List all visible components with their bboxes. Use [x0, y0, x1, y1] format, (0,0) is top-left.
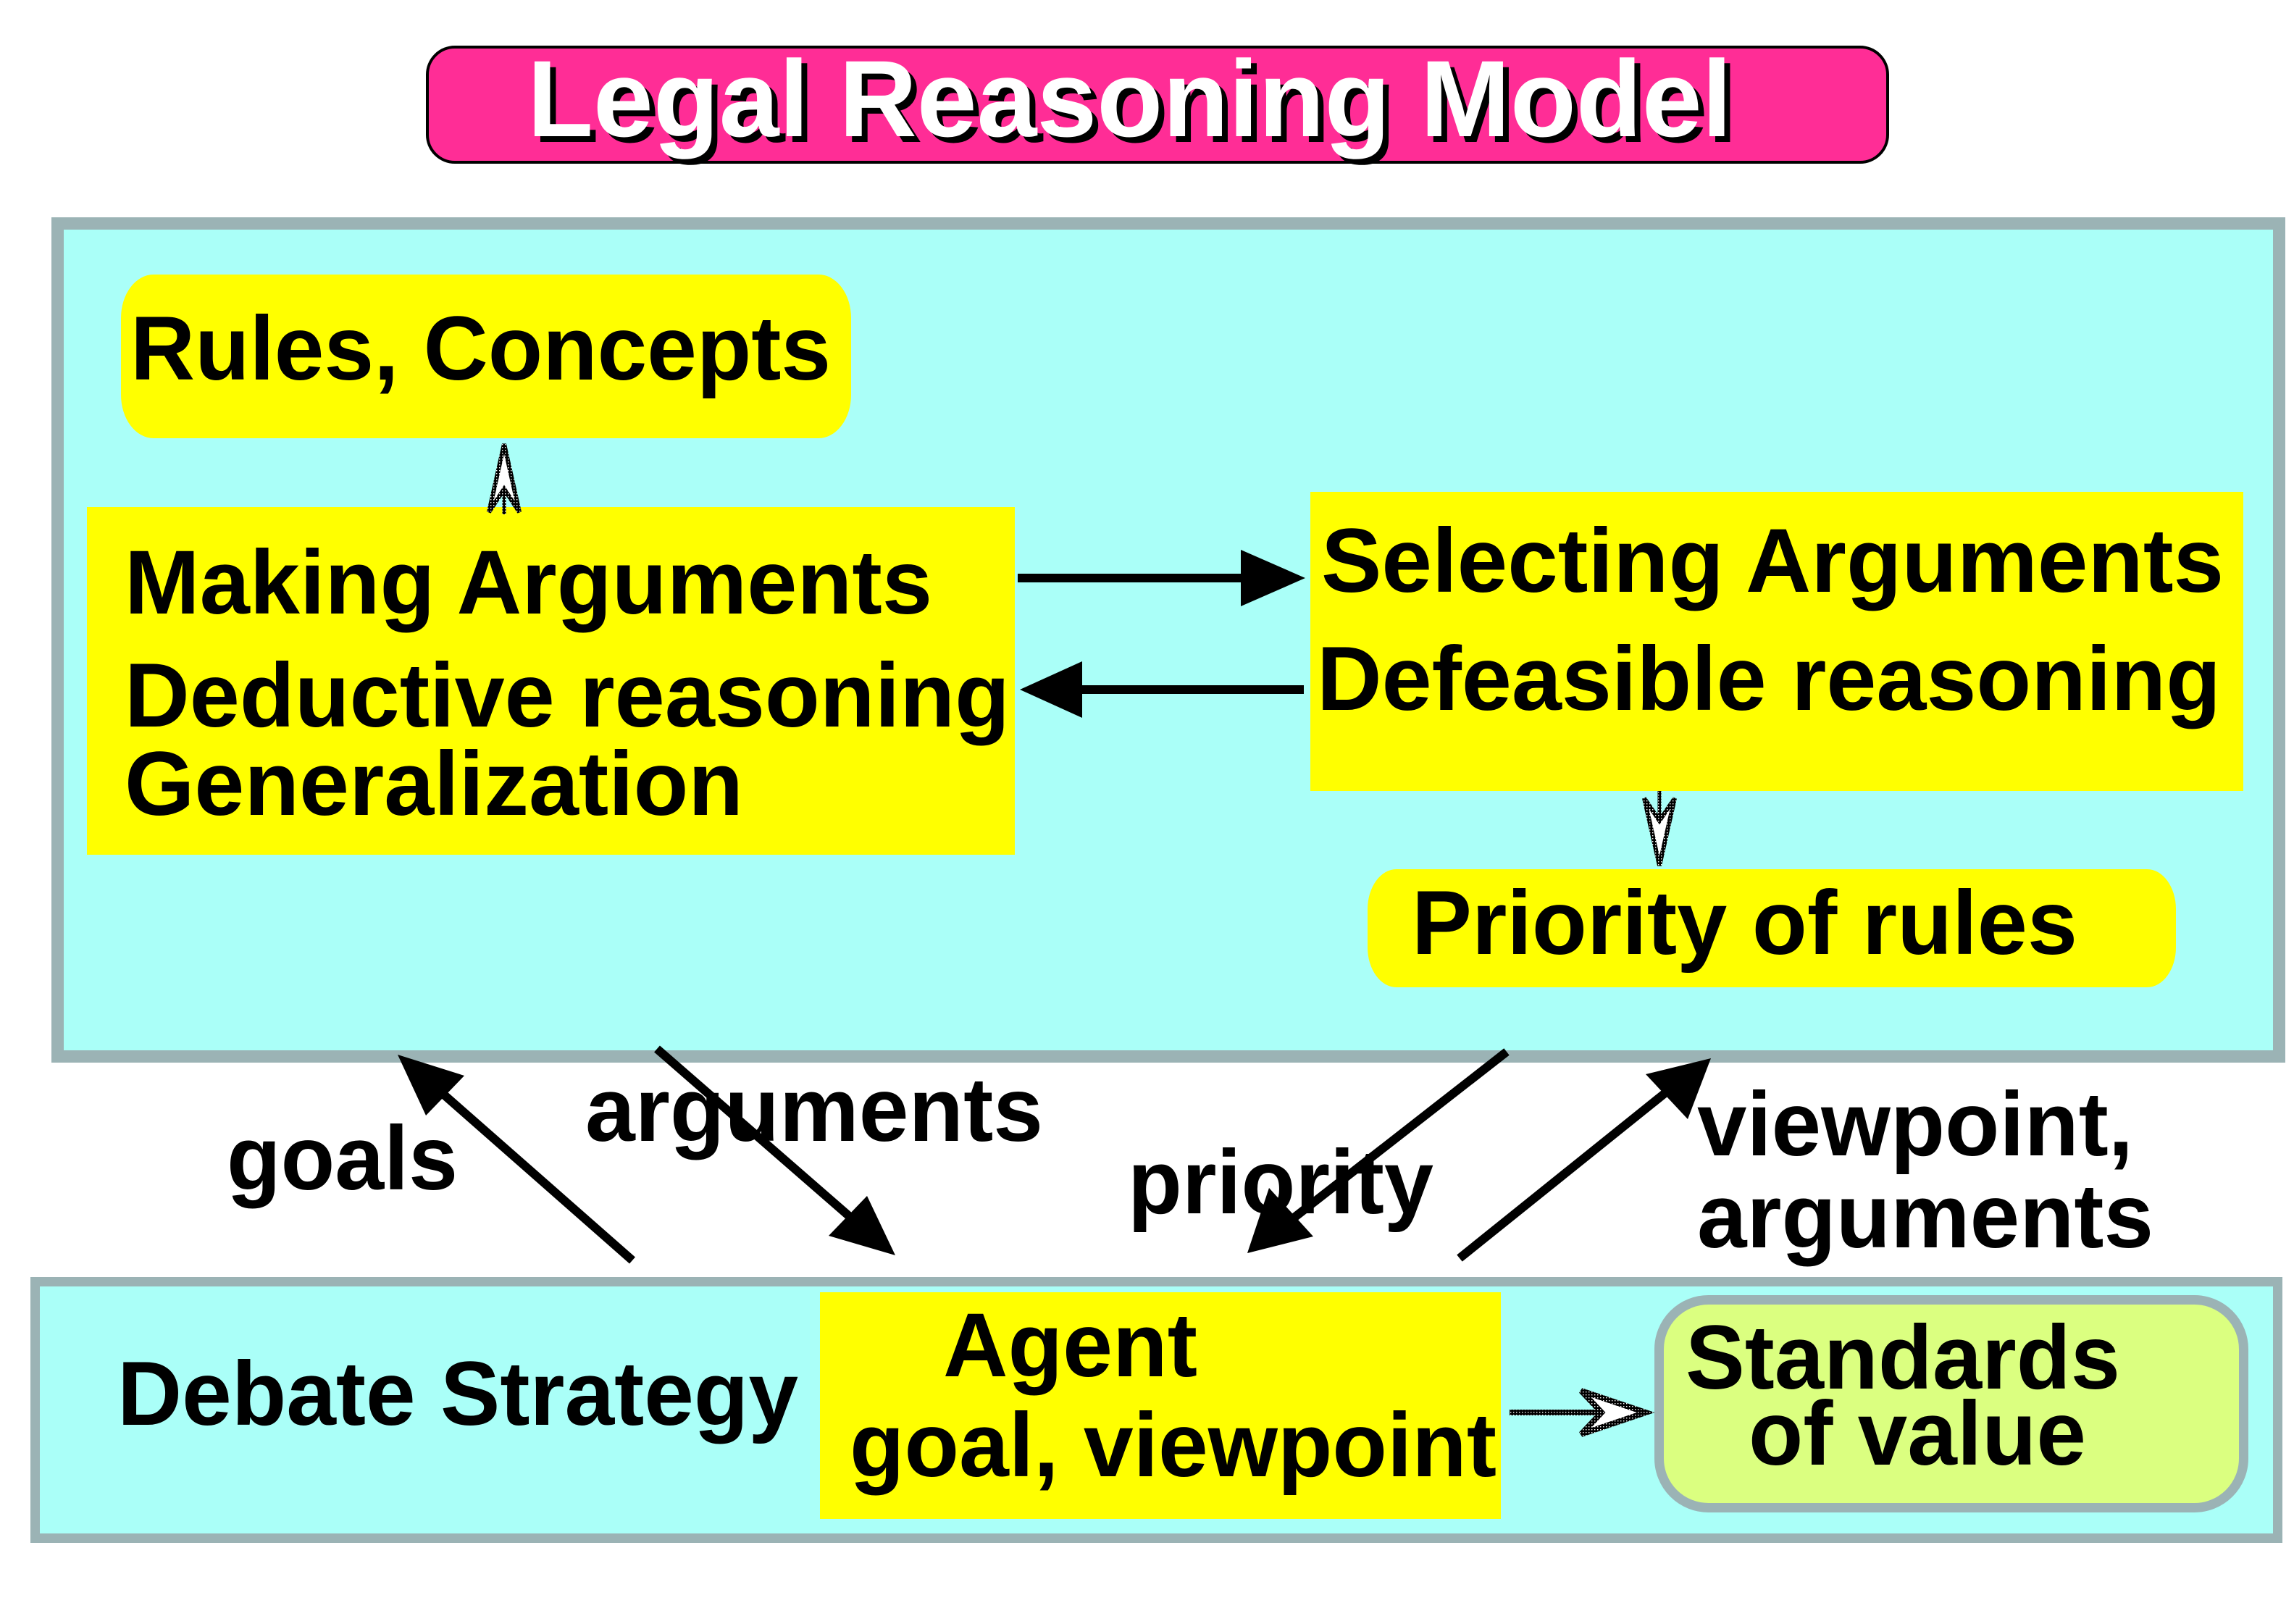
page-title: Legal Reasoning Model [527, 38, 1732, 159]
agent-goal-viewpoint-label: goal, viewpoint [850, 1395, 1496, 1496]
open-arrowhead-icon [1642, 797, 1677, 866]
arguments-label: arguments [585, 1060, 1043, 1160]
goals-label: goals [227, 1108, 458, 1209]
strategy-panel: Debate Strategy Agent goal, viewpoint St… [30, 1277, 2282, 1543]
rules-concepts-box [121, 275, 851, 438]
open-arrowhead-icon [487, 443, 522, 514]
making-arguments-label: Making Arguments [125, 532, 932, 633]
viewpoint-arguments-label: arguments [1697, 1166, 2153, 1267]
selecting-arguments-box [1310, 492, 2243, 791]
arrow-viewpoint-arguments [1457, 1058, 1711, 1262]
edge-labels: goals arguments priority viewpoint, argu… [227, 1060, 2153, 1267]
arrow-agent-to-standards [1510, 1388, 1655, 1437]
viewpoint-label: viewpoint, [1697, 1074, 2133, 1175]
node-priority-of-rules: Priority of rules [1368, 869, 2176, 987]
arrow-making-to-selecting [1018, 550, 1305, 606]
node-rules-concepts: Rules, Concepts [121, 275, 851, 438]
arrowhead-icon [1241, 550, 1305, 606]
node-making-arguments: Making Arguments Deductive reasoning Gen… [87, 507, 1015, 855]
arrow-arguments [654, 1045, 895, 1255]
rules-concepts-label: Rules, Concepts [130, 298, 831, 399]
agent-label: Agent [943, 1295, 1197, 1396]
open-arrowhead-icon [1579, 1388, 1655, 1437]
arrow-goals [398, 1055, 635, 1264]
arrow-shaft [1283, 1048, 1510, 1228]
arrowhead-icon [1646, 1058, 1711, 1119]
defeasible-reasoning-label: Defeasible reasoning [1317, 629, 2221, 729]
arrowhead-icon [829, 1196, 895, 1255]
making-arguments-box [87, 507, 1015, 855]
generalization-label: Generalization [125, 734, 743, 834]
selecting-arguments-label: Selecting Arguments [1321, 511, 2224, 611]
deductive-reasoning-label: Deductive reasoning [125, 645, 1010, 746]
arrow-making-to-rules [487, 443, 522, 514]
debate-strategy-label: Debate Strategy [117, 1344, 798, 1444]
standards-label: Standards [1686, 1307, 2120, 1408]
standards-box [1654, 1295, 2248, 1512]
arrow-shaft [1457, 1083, 1676, 1262]
title-box [426, 46, 1889, 164]
of-value-label: of value [1749, 1384, 2086, 1484]
arrow-selecting-to-making [1020, 661, 1304, 718]
priority-of-rules-label: Priority of rules [1412, 873, 2077, 974]
arrowhead-icon [398, 1055, 464, 1116]
arrow-selecting-to-priority [1642, 791, 1677, 866]
title-banner: Legal Reasoning Model Legal Reasoning Mo… [426, 38, 1889, 165]
agent-box [820, 1292, 1501, 1519]
arrow-shaft [432, 1083, 635, 1264]
arrow-shaft [654, 1045, 861, 1228]
node-selecting-arguments: Selecting Arguments Defeasible reasoning [1310, 492, 2243, 791]
priority-of-rules-box [1368, 869, 2176, 987]
arrowhead-icon [1247, 1188, 1313, 1253]
node-agent: Agent goal, viewpoint [820, 1292, 1501, 1519]
arrowhead-icon [1020, 661, 1082, 718]
node-standards-of-value: Standards of value [1654, 1295, 2248, 1512]
reasoning-panel: Rules, Concepts Making Arguments Deducti… [51, 217, 2285, 1063]
title-shadow: Legal Reasoning Model [533, 43, 1738, 165]
arrow-priority [1247, 1048, 1510, 1253]
